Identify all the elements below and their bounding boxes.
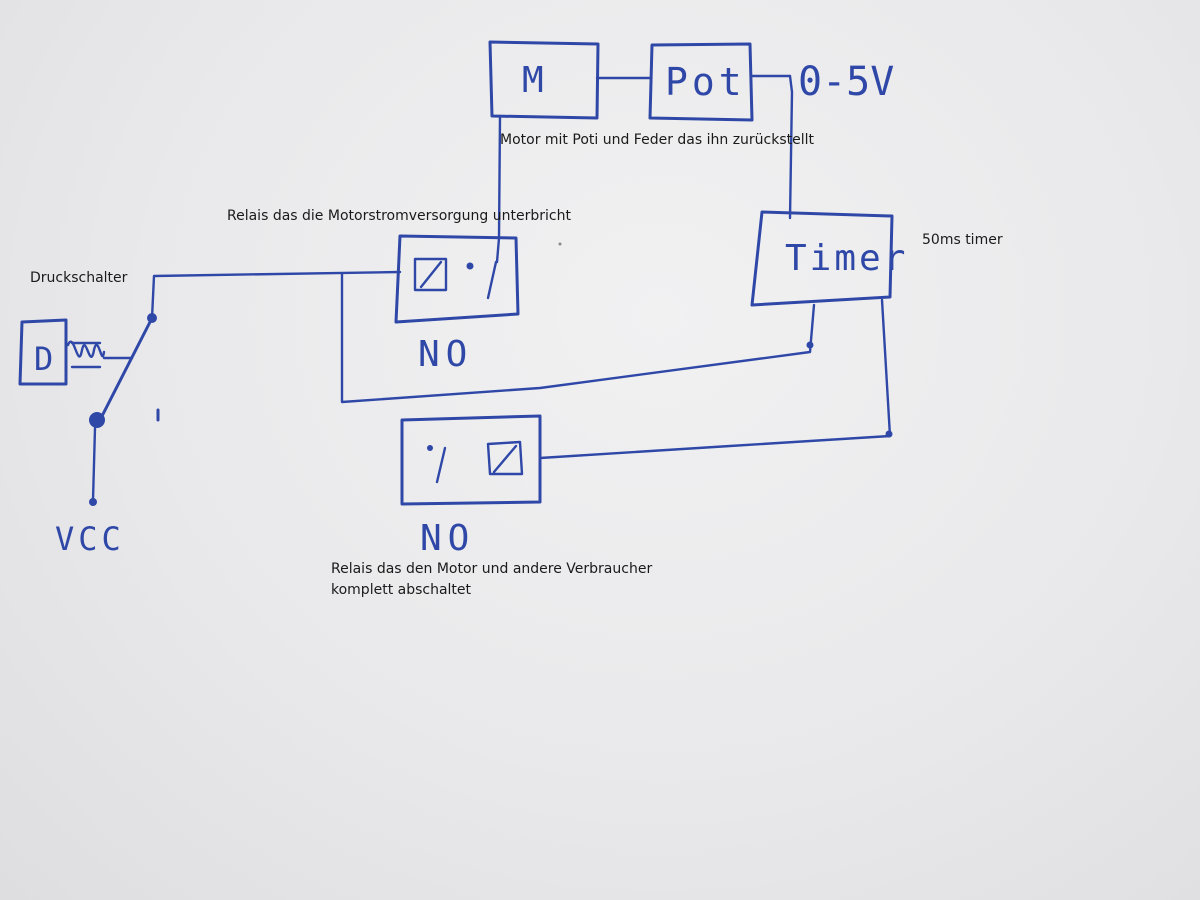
timer-output-node [885, 430, 893, 438]
wire-switch-relay1 [150, 270, 402, 320]
pushbutton-label: D [34, 340, 53, 378]
relay1-block [394, 234, 520, 324]
timer-block: Timer [750, 210, 908, 307]
switch-lever [98, 320, 152, 422]
timer-input-node [806, 341, 814, 349]
motor-block: M [488, 40, 600, 120]
wire-motor-relay1 [497, 114, 502, 240]
relay2-switch-icon [435, 446, 447, 484]
spring-icon [66, 340, 106, 358]
voltage-label: 0-5V [798, 59, 894, 105]
motor-annotation: Motor mit Poti und Feder das ihn zurücks… [500, 132, 815, 148]
relay1-coil-icon [413, 257, 448, 292]
relay2-contact-dot [427, 445, 433, 451]
paper-speck [558, 242, 562, 246]
relay1-type-label: NO [418, 334, 473, 375]
motor-label: M [522, 60, 544, 101]
relay1-switch-icon [486, 236, 501, 300]
vcc-label: VCC [55, 520, 125, 558]
relay1-contact-dot [466, 262, 474, 270]
druckschalter-switch [89, 313, 160, 428]
relay2-block [400, 414, 542, 506]
pot-label: Pot [665, 60, 746, 104]
relay1-annotation: Relais das die Motorstromversorgung unte… [227, 208, 571, 224]
plunger-line [70, 341, 134, 369]
switch-common-contact [89, 412, 105, 428]
relay2-annotation: Relais das den Motor und andere Verbrauc… [331, 561, 653, 598]
relay2-coil-icon [486, 440, 524, 476]
wire-timer-relay2 [538, 298, 892, 460]
wire-switch-vcc [91, 426, 97, 502]
timer-label: Timer [785, 238, 908, 279]
potentiometer-block: Pot [648, 42, 754, 122]
relay2-type-label: NO [420, 518, 475, 559]
vcc-node [89, 498, 97, 506]
wire-relay1-timer-loop [340, 272, 816, 404]
pushbutton-block: D [18, 318, 134, 386]
wire-pot-timer [788, 74, 794, 220]
timer-annotation: 50ms timer [922, 232, 1003, 248]
switch-annotation: Druckschalter [30, 270, 128, 286]
